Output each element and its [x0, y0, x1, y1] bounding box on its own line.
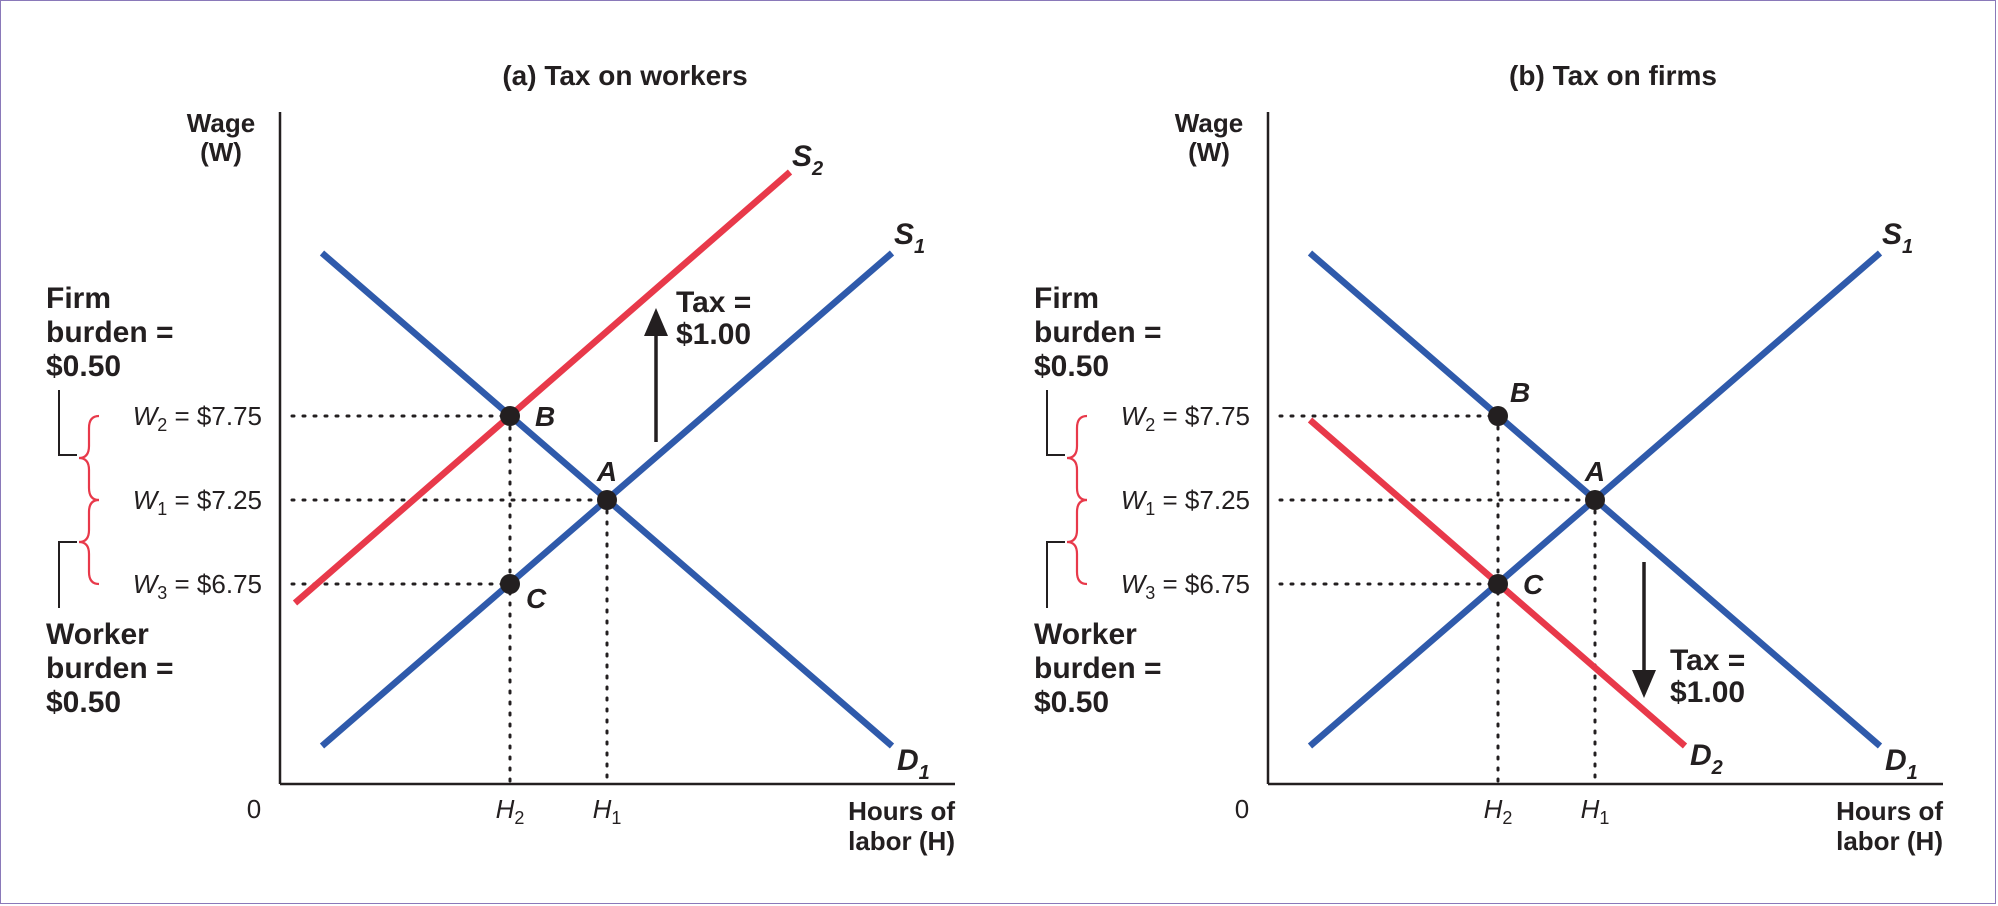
- curve-label-d1: D1: [897, 744, 930, 784]
- equilibrium-point-c: [500, 574, 520, 594]
- tax-amount: $1.00: [1670, 676, 1745, 709]
- point-label-b: B: [535, 401, 555, 432]
- point-label-b: B: [1510, 377, 1530, 408]
- worker-burden-brace: [78, 498, 100, 586]
- supply-curve-s2: [292, 169, 793, 606]
- hours-tick-label: H1: [593, 794, 622, 828]
- firm-burden-label: Firm: [1034, 282, 1099, 315]
- worker-burden-label: burden =: [46, 652, 174, 685]
- x-axis-label: Hours of: [1836, 796, 1943, 826]
- worker-burden-label: $0.50: [1034, 686, 1109, 719]
- wage-tick-label: W3 = $6.75: [1121, 569, 1250, 603]
- worker-burden-brace: [1066, 498, 1088, 586]
- worker-burden-label: $0.50: [46, 686, 121, 719]
- tax-note: Tax =: [676, 286, 751, 319]
- chart-title: (a) Tax on workers: [502, 60, 747, 91]
- firm-burden-label: burden =: [46, 316, 174, 349]
- tax-arrowhead: [644, 308, 668, 336]
- y-axis-label-unit: (W): [200, 137, 242, 167]
- firm-burden-brace: [1066, 414, 1088, 502]
- tax-amount: $1.00: [676, 318, 751, 351]
- tax-arrowhead: [1632, 670, 1656, 698]
- y-axis-label: Wage: [1175, 108, 1243, 138]
- curve-label-d1: D1: [1885, 744, 1918, 784]
- equilibrium-point-a: [597, 490, 617, 510]
- firm-burden-bracket: [1046, 390, 1065, 456]
- wage-tick-label: W2 = $7.75: [1121, 401, 1250, 435]
- origin-label: 0: [1235, 794, 1249, 824]
- firm-burden-label: $0.50: [1034, 350, 1109, 383]
- hours-tick-label: H2: [496, 794, 525, 828]
- x-axis-label-unit: labor (H): [1836, 826, 1943, 856]
- point-label-a: A: [1584, 456, 1605, 487]
- y-axis-label: Wage: [187, 108, 255, 138]
- curve-label-d2: D2: [1690, 739, 1723, 779]
- firm-burden-label: burden =: [1034, 316, 1162, 349]
- x-axis-label: Hours of: [848, 796, 955, 826]
- worker-burden-bracket: [58, 541, 77, 608]
- equilibrium-point-c: [1488, 574, 1508, 594]
- point-label-c: C: [1523, 569, 1544, 600]
- worker-burden-label: Worker: [1034, 618, 1137, 651]
- y-axis-label-unit: (W): [1188, 137, 1230, 167]
- worker-burden-label: Worker: [46, 618, 149, 651]
- point-label-c: C: [526, 583, 547, 614]
- firm-burden-label: Firm: [46, 282, 111, 315]
- firm-burden-brace: [78, 414, 100, 502]
- firm-burden-bracket: [58, 390, 77, 456]
- tax-note: Tax =: [1670, 644, 1745, 677]
- equilibrium-point-a: [1585, 490, 1605, 510]
- wage-tick-label: W1 = $7.25: [1121, 485, 1250, 519]
- wage-tick-label: W3 = $6.75: [133, 569, 262, 603]
- hours-tick-label: H1: [1581, 794, 1610, 828]
- worker-burden-label: burden =: [1034, 652, 1162, 685]
- curve-label-s2: S2: [792, 140, 823, 180]
- worker-burden-bracket: [1046, 541, 1065, 608]
- origin-label: 0: [247, 794, 261, 824]
- firm-burden-label: $0.50: [46, 350, 121, 383]
- x-axis-label-unit: labor (H): [848, 826, 955, 856]
- chart-title: (b) Tax on firms: [1509, 60, 1717, 91]
- point-label-a: A: [596, 456, 617, 487]
- equilibrium-point-b: [500, 406, 520, 426]
- wage-tick-label: W1 = $7.25: [133, 485, 262, 519]
- curve-label-s1: S1: [894, 218, 925, 258]
- wage-tick-label: W2 = $7.75: [133, 401, 262, 435]
- curve-label-s1: S1: [1882, 218, 1913, 258]
- equilibrium-point-b: [1488, 406, 1508, 426]
- hours-tick-label: H2: [1484, 794, 1513, 828]
